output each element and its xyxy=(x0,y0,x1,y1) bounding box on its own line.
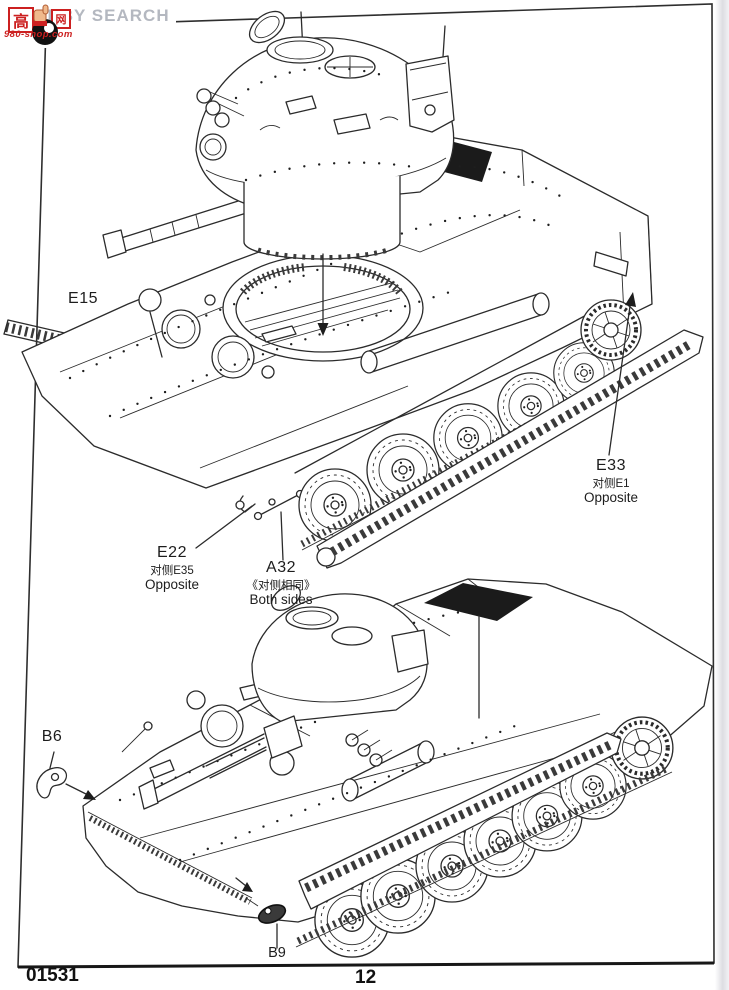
part-b6 xyxy=(36,751,96,800)
diagram-step-top xyxy=(3,10,704,569)
drive-sprocket xyxy=(579,298,643,362)
side-skirt xyxy=(298,732,622,910)
label-e33: E33 对侧E1 Opposite xyxy=(583,457,639,505)
label-b9: B9 xyxy=(268,945,286,961)
label-e15: E15 xyxy=(68,290,98,307)
label-a32-note-cn: 《对侧相同》 xyxy=(246,579,316,592)
label-a32-part: A32 xyxy=(266,559,296,576)
side-tube xyxy=(341,740,435,802)
watermark-site-url: 980-shop.com xyxy=(4,29,73,40)
running-gear xyxy=(295,717,673,959)
part-b9 xyxy=(235,877,287,949)
watermark: HOBBY SEARCH 高 网 980-shop.com xyxy=(0,0,176,48)
label-b6: B6 xyxy=(41,728,63,745)
running-gear-right xyxy=(294,298,704,569)
watermark-logo-char-left: 高 xyxy=(8,7,34,33)
label-a32: A32 《对侧相同》 Both sides xyxy=(246,559,316,607)
thermal-sight-box xyxy=(405,55,455,133)
watermark-logo-char-right: 网 xyxy=(51,9,71,29)
label-e22-note-cn: 对侧E35 xyxy=(150,564,194,577)
smoke-launchers xyxy=(345,729,393,767)
vehicle-hull xyxy=(82,578,713,923)
kit-number: 01531 xyxy=(26,965,79,986)
commander-cupola xyxy=(271,585,339,630)
leader-line-e15 xyxy=(149,311,163,358)
label-e22-part: E22 xyxy=(157,544,187,561)
label-e33-part: E33 xyxy=(596,457,626,474)
diagram-step-bottom xyxy=(36,578,713,959)
commander-cupola xyxy=(248,10,334,64)
label-a32-note-en: Both sides xyxy=(249,591,313,607)
spotlight xyxy=(199,133,227,161)
radiator-grille xyxy=(424,583,533,621)
leader-line-a32 xyxy=(280,511,284,561)
turret-drawing xyxy=(102,10,455,261)
deck-hatches xyxy=(138,251,629,379)
tow-hook-parts xyxy=(235,489,305,521)
label-e33-note-en: Opposite xyxy=(583,489,639,505)
side-skirt-e33 xyxy=(316,329,704,569)
label-e22-note-en: Opposite xyxy=(144,576,200,592)
scan-edge-shadow xyxy=(715,0,729,990)
label-e33-note-cn: 对侧E1 xyxy=(592,477,630,490)
down-arrow xyxy=(317,253,329,336)
sight-ring xyxy=(324,55,376,79)
leader-line-e22 xyxy=(195,505,253,549)
vehicle-turret xyxy=(138,585,480,810)
page-number: 12 xyxy=(355,967,377,988)
smoke-launchers xyxy=(196,88,245,128)
leader-line-e33 xyxy=(608,292,636,456)
thumbs-up-icon xyxy=(33,4,49,26)
exhaust-tube xyxy=(360,292,550,374)
label-e22: E22 对侧E35 Opposite xyxy=(144,544,200,592)
footer-rule xyxy=(17,961,715,969)
watermark-logo-graphic xyxy=(32,4,58,45)
gun-barrel xyxy=(138,715,303,810)
